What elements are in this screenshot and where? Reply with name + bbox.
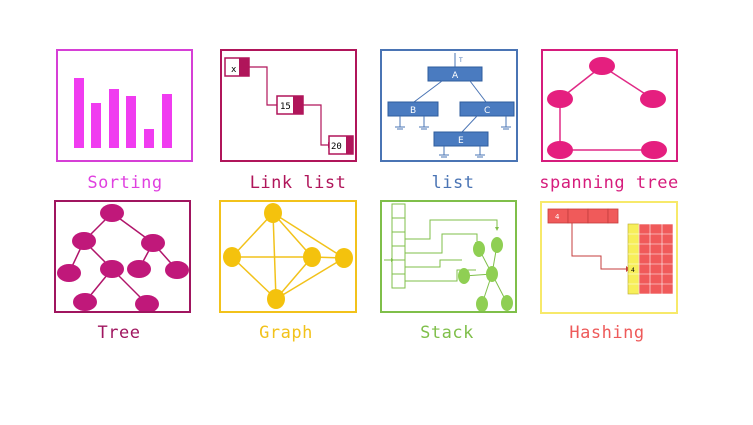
stack-card[interactable] [380,200,517,313]
hashing-diagram: 4 4 [547,208,674,295]
svg-text:T: T [458,57,463,64]
linklist-node-1: 15 [280,102,291,112]
linklist-diagram: x 15 20 [224,57,354,155]
list-node-a: A [452,71,459,81]
linklist-card[interactable]: x 15 20 [220,49,357,162]
sorting-bars [74,78,172,148]
graph-card[interactable] [219,200,357,313]
hashing-label: Hashing [569,323,645,343]
spanning-tree-label: spanning tree [539,173,679,193]
tree-diagram [57,204,189,311]
tree-label: Tree [97,323,141,343]
linklist-node-0: x [231,65,237,75]
spanning-tree-card[interactable] [541,49,678,162]
graph-label: Graph [259,323,313,343]
hashing-card[interactable]: 4 4 [540,201,678,314]
stack-diagram [384,203,513,311]
list-node-b: B [410,106,416,116]
sorting-label: Sorting [87,173,163,193]
list-label: list [431,173,475,193]
list-card[interactable]: T A B C E [380,49,518,162]
list-node-c: C [484,106,490,116]
graph-diagram [223,203,353,309]
spanning-tree-diagram [547,57,667,159]
hash-key-value: 4 [555,213,560,221]
stack-label: Stack [420,323,474,343]
list-node-e: E [458,136,464,146]
hash-slot-value: 4 [631,267,635,274]
list-diagram: T A B C E [387,53,515,158]
linklist-node-2: 20 [331,142,342,152]
tree-card[interactable] [54,200,191,313]
linklist-label: Link list [249,173,347,193]
sorting-card[interactable] [56,49,193,162]
